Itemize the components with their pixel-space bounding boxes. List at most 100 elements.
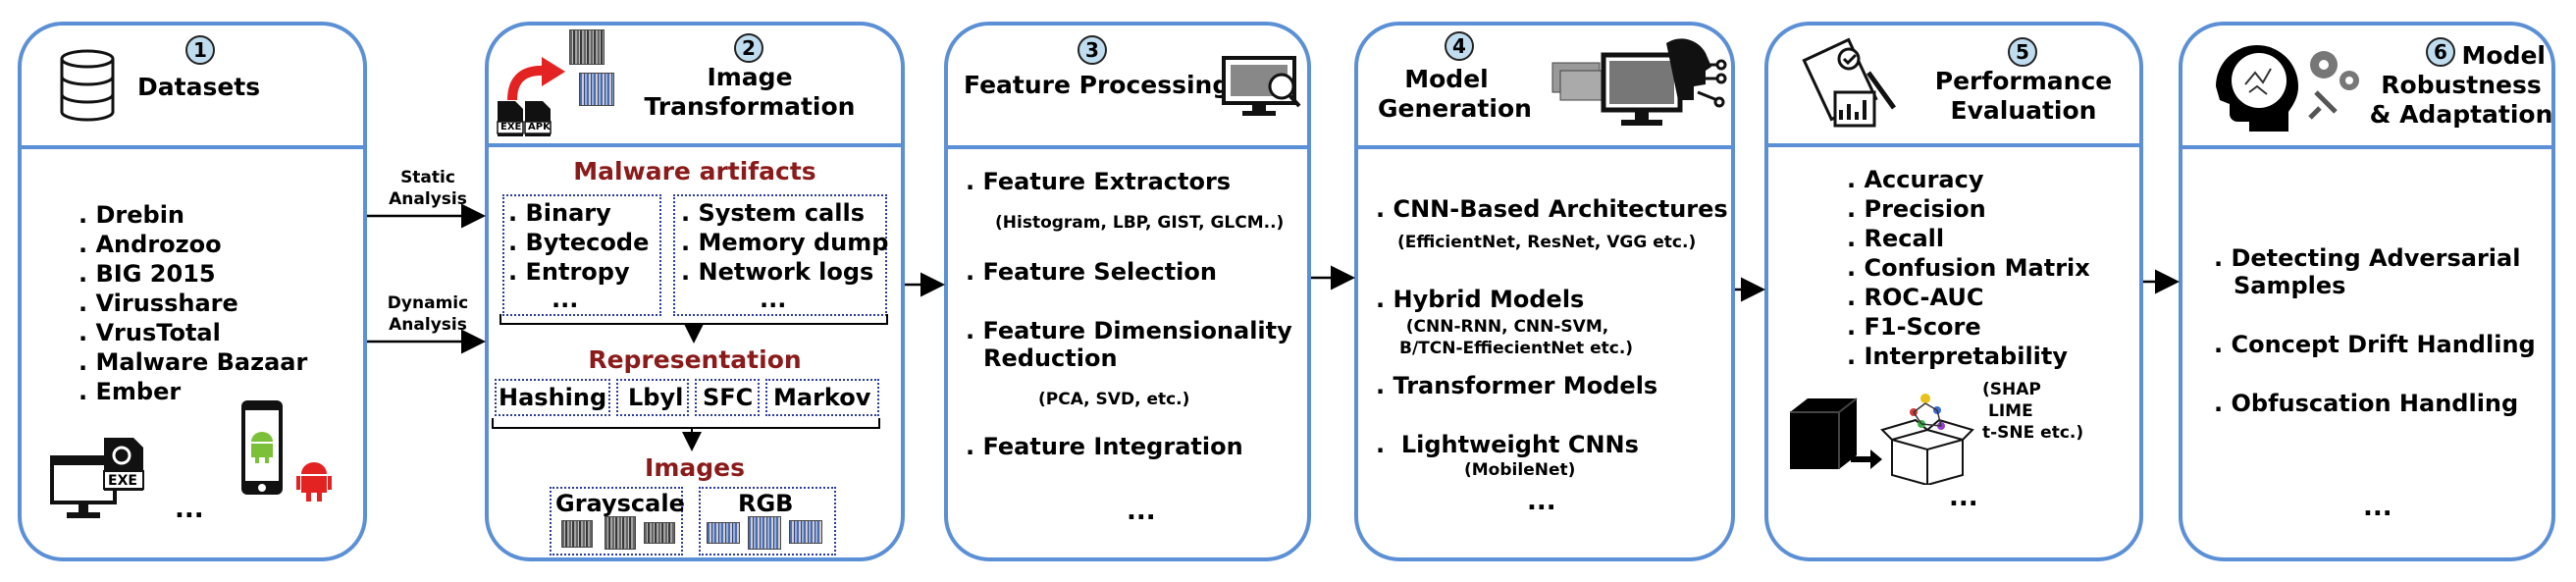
list-item: . CNN-Based Architectures: [1376, 195, 1728, 223]
panel-model-robustness: 6 Model Robustness & Adaptation . Detect…: [2179, 22, 2555, 561]
database-icon: [60, 49, 115, 122]
arrow-right-icon: [1851, 450, 1882, 469]
list-item: . Malware Bazaar: [79, 348, 308, 376]
monitor-search-icon: [1222, 56, 1301, 116]
artifact-item: . Network logs: [681, 258, 874, 286]
list-item: Reduction: [983, 344, 1118, 372]
rgb-thumbnail: [579, 73, 614, 106]
list-item: . Feature Extractors: [966, 168, 1232, 195]
list-item: Samples: [2234, 272, 2346, 299]
panel-title: Model: [2461, 41, 2546, 70]
artifact-more: ...: [760, 286, 787, 313]
android-red-icon: [296, 462, 332, 502]
list-item: . Drebin: [79, 201, 185, 229]
step-number: 4: [1445, 31, 1474, 61]
list-item: . Virusshare: [79, 290, 238, 317]
artifact-item: . Bytecode: [508, 229, 650, 256]
black-box-icon: [1790, 397, 1858, 469]
panel-title: & Adaptation: [2369, 100, 2553, 129]
panel-image-transformation: 2 Image Transformation EXE APK Malware a…: [485, 22, 905, 561]
list-item: . VrusTotal: [79, 319, 221, 346]
list-item: . Androzoo: [79, 231, 222, 258]
rgb-box: [699, 487, 836, 556]
artifact-item: . System calls: [681, 199, 865, 227]
ai-brain-monitor-icon: [1551, 38, 1727, 126]
open-box-icon: [1880, 394, 1974, 485]
more-dots: ...: [175, 495, 204, 524]
panel-divider: [948, 145, 1307, 149]
panel-title: Model: [1404, 65, 1489, 93]
panel-title: Feature Processing: [964, 71, 1231, 99]
images-heading: Images: [645, 453, 745, 482]
list-item: . ROC-AUC: [1847, 284, 1984, 311]
panel-title: Generation: [1378, 94, 1532, 123]
step-number: 5: [2008, 37, 2037, 67]
panel-divider: [2182, 145, 2551, 149]
panel-model-generation: 4 Model Generation . CNN-Based Architect…: [1354, 22, 1735, 561]
list-subtext: (Histogram, LBP, GIST, GLCM..): [995, 213, 1285, 233]
artifact-item: . Entropy: [508, 258, 630, 286]
transform-arrow-icon: [507, 57, 565, 101]
grayscale-thumbnail: [561, 520, 593, 548]
list-item: . Feature Selection: [966, 258, 1217, 286]
artifact-item: . Binary: [508, 199, 611, 227]
image-type-label: Grayscale: [555, 490, 685, 517]
exe-file-icon: [497, 101, 524, 136]
list-subtext: (CNN-RNN, CNN-SVM,: [1405, 317, 1609, 337]
list-item: . Precision: [1847, 195, 1986, 223]
representation-box: [616, 379, 689, 416]
representation-label: Markov: [773, 384, 871, 411]
panel-divider: [1768, 143, 2139, 147]
artifact-item: . Memory dump: [681, 229, 889, 256]
image-type-label: RGB: [738, 490, 794, 517]
clipboard-chart-icon: [1802, 37, 1897, 128]
grayscale-thumbnail: [605, 516, 636, 550]
step-number: 6: [2426, 37, 2455, 67]
list-item: . Interpretability: [1847, 343, 2069, 370]
representation-label: Lbyl: [628, 384, 684, 411]
panel-title: Transformation: [644, 92, 856, 121]
panel-divider: [22, 145, 363, 149]
exe-label: EXE: [108, 473, 137, 489]
step-number: 1: [185, 35, 215, 65]
more-dots: ...: [2363, 493, 2392, 522]
list-item: . F1-Score: [1847, 313, 1981, 341]
panel-title: Image: [707, 63, 793, 91]
panel-divider: [489, 143, 901, 147]
list-subtext: (EfficientNet, ResNet, VGG etc.): [1397, 233, 1697, 252]
panel-title: Robustness: [2381, 71, 2542, 99]
more-dots: ...: [1527, 487, 1556, 516]
list-item: . Concept Drift Handling: [2214, 331, 2536, 358]
list-item: . Feature Integration: [966, 433, 1243, 460]
apk-file-icon: [524, 101, 552, 136]
representation-box: [495, 379, 610, 416]
exe-file-icon: [103, 438, 144, 491]
step-number: 3: [1078, 35, 1107, 65]
panel-title: Evaluation: [1950, 96, 2097, 125]
list-item: . Detecting Adversarial: [2214, 244, 2521, 272]
grayscale-thumbnail: [644, 522, 675, 544]
grayscale-box: [550, 487, 683, 556]
more-dots: ...: [1949, 483, 1978, 512]
representation-box: [695, 379, 760, 416]
rgb-thumbnail: [707, 522, 740, 544]
list-item: . Recall: [1847, 225, 1945, 252]
rgb-thumbnail: [748, 516, 781, 550]
robust-head-gears-icon: [2216, 45, 2359, 132]
list-item: . BIG 2015: [79, 260, 216, 288]
exe-label: EXE: [500, 122, 522, 132]
static-artifacts-box: [502, 194, 661, 316]
panel-feature-processing: 3 Feature Processing . Feature Extractor…: [944, 22, 1311, 561]
list-subtext: t-SNE etc.): [1982, 423, 2084, 443]
representation-box: [765, 379, 879, 416]
artifact-more: ...: [552, 286, 579, 313]
dynamic-artifacts-box: [673, 194, 887, 316]
apk-label: APK: [528, 122, 551, 132]
list-item: . Ember: [79, 378, 182, 405]
artifacts-bracket: [499, 314, 888, 325]
panel-performance-evaluation: 5 Performance Evaluation . Accuracy . Pr…: [1764, 22, 2143, 561]
panel-datasets: 1 Datasets . Drebin . Androzoo . BIG 201…: [18, 22, 367, 561]
